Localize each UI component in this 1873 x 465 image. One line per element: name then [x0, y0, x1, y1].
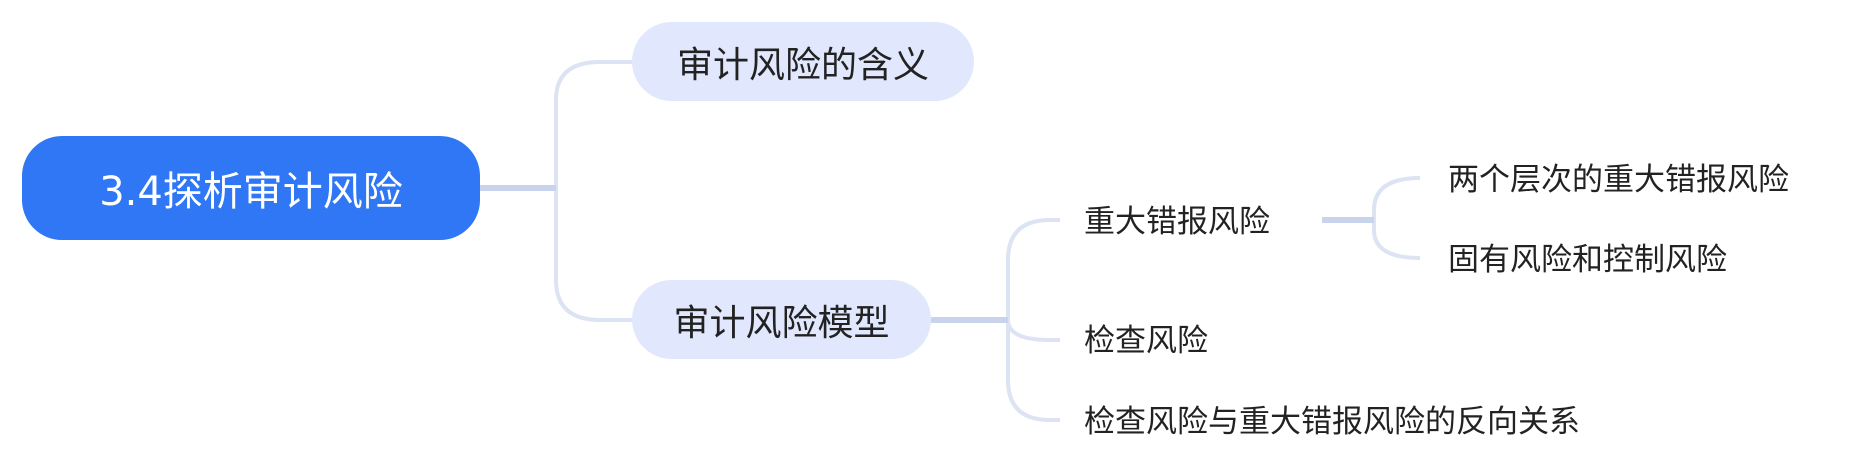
node-detection-risk[interactable]: 检查风险 — [1084, 317, 1208, 359]
node-inverse-relationship[interactable]: 检查风险与重大错报风险的反向关系 — [1084, 398, 1580, 440]
connector-mms-levels — [1322, 176, 1421, 222]
connector-model-mms — [931, 218, 1060, 322]
node-material-misstatement-risk[interactable]: 重大错报风险 — [1084, 198, 1270, 240]
node-label: 固有风险和控制风险 — [1448, 241, 1727, 278]
connector-root-meaning — [480, 60, 632, 190]
branch-label: 审计风险的含义 — [676, 44, 929, 86]
branch-audit-risk-meaning[interactable]: 审计风险的含义 — [632, 22, 974, 101]
root-node[interactable]: 3.4探析审计风险 — [22, 136, 480, 240]
node-two-levels[interactable]: 两个层次的重大错报风险 — [1448, 156, 1789, 198]
node-inherent-control-risk[interactable]: 固有风险和控制风险 — [1448, 236, 1727, 278]
root-label: 3.4探析审计风险 — [99, 169, 403, 215]
connector-mms-ir — [1372, 220, 1421, 260]
node-label: 检查风险 — [1084, 322, 1208, 359]
node-label: 重大错报风险 — [1084, 203, 1270, 240]
connector-root-model — [480, 186, 632, 322]
node-label: 两个层次的重大错报风险 — [1448, 161, 1789, 198]
node-label: 检查风险与重大错报风险的反向关系 — [1084, 403, 1580, 440]
connector-model-rel — [1006, 320, 1060, 422]
branch-label: 审计风险模型 — [673, 302, 890, 344]
branch-audit-risk-model[interactable]: 审计风险模型 — [632, 280, 931, 359]
connector-model-dr — [1006, 319, 1060, 342]
